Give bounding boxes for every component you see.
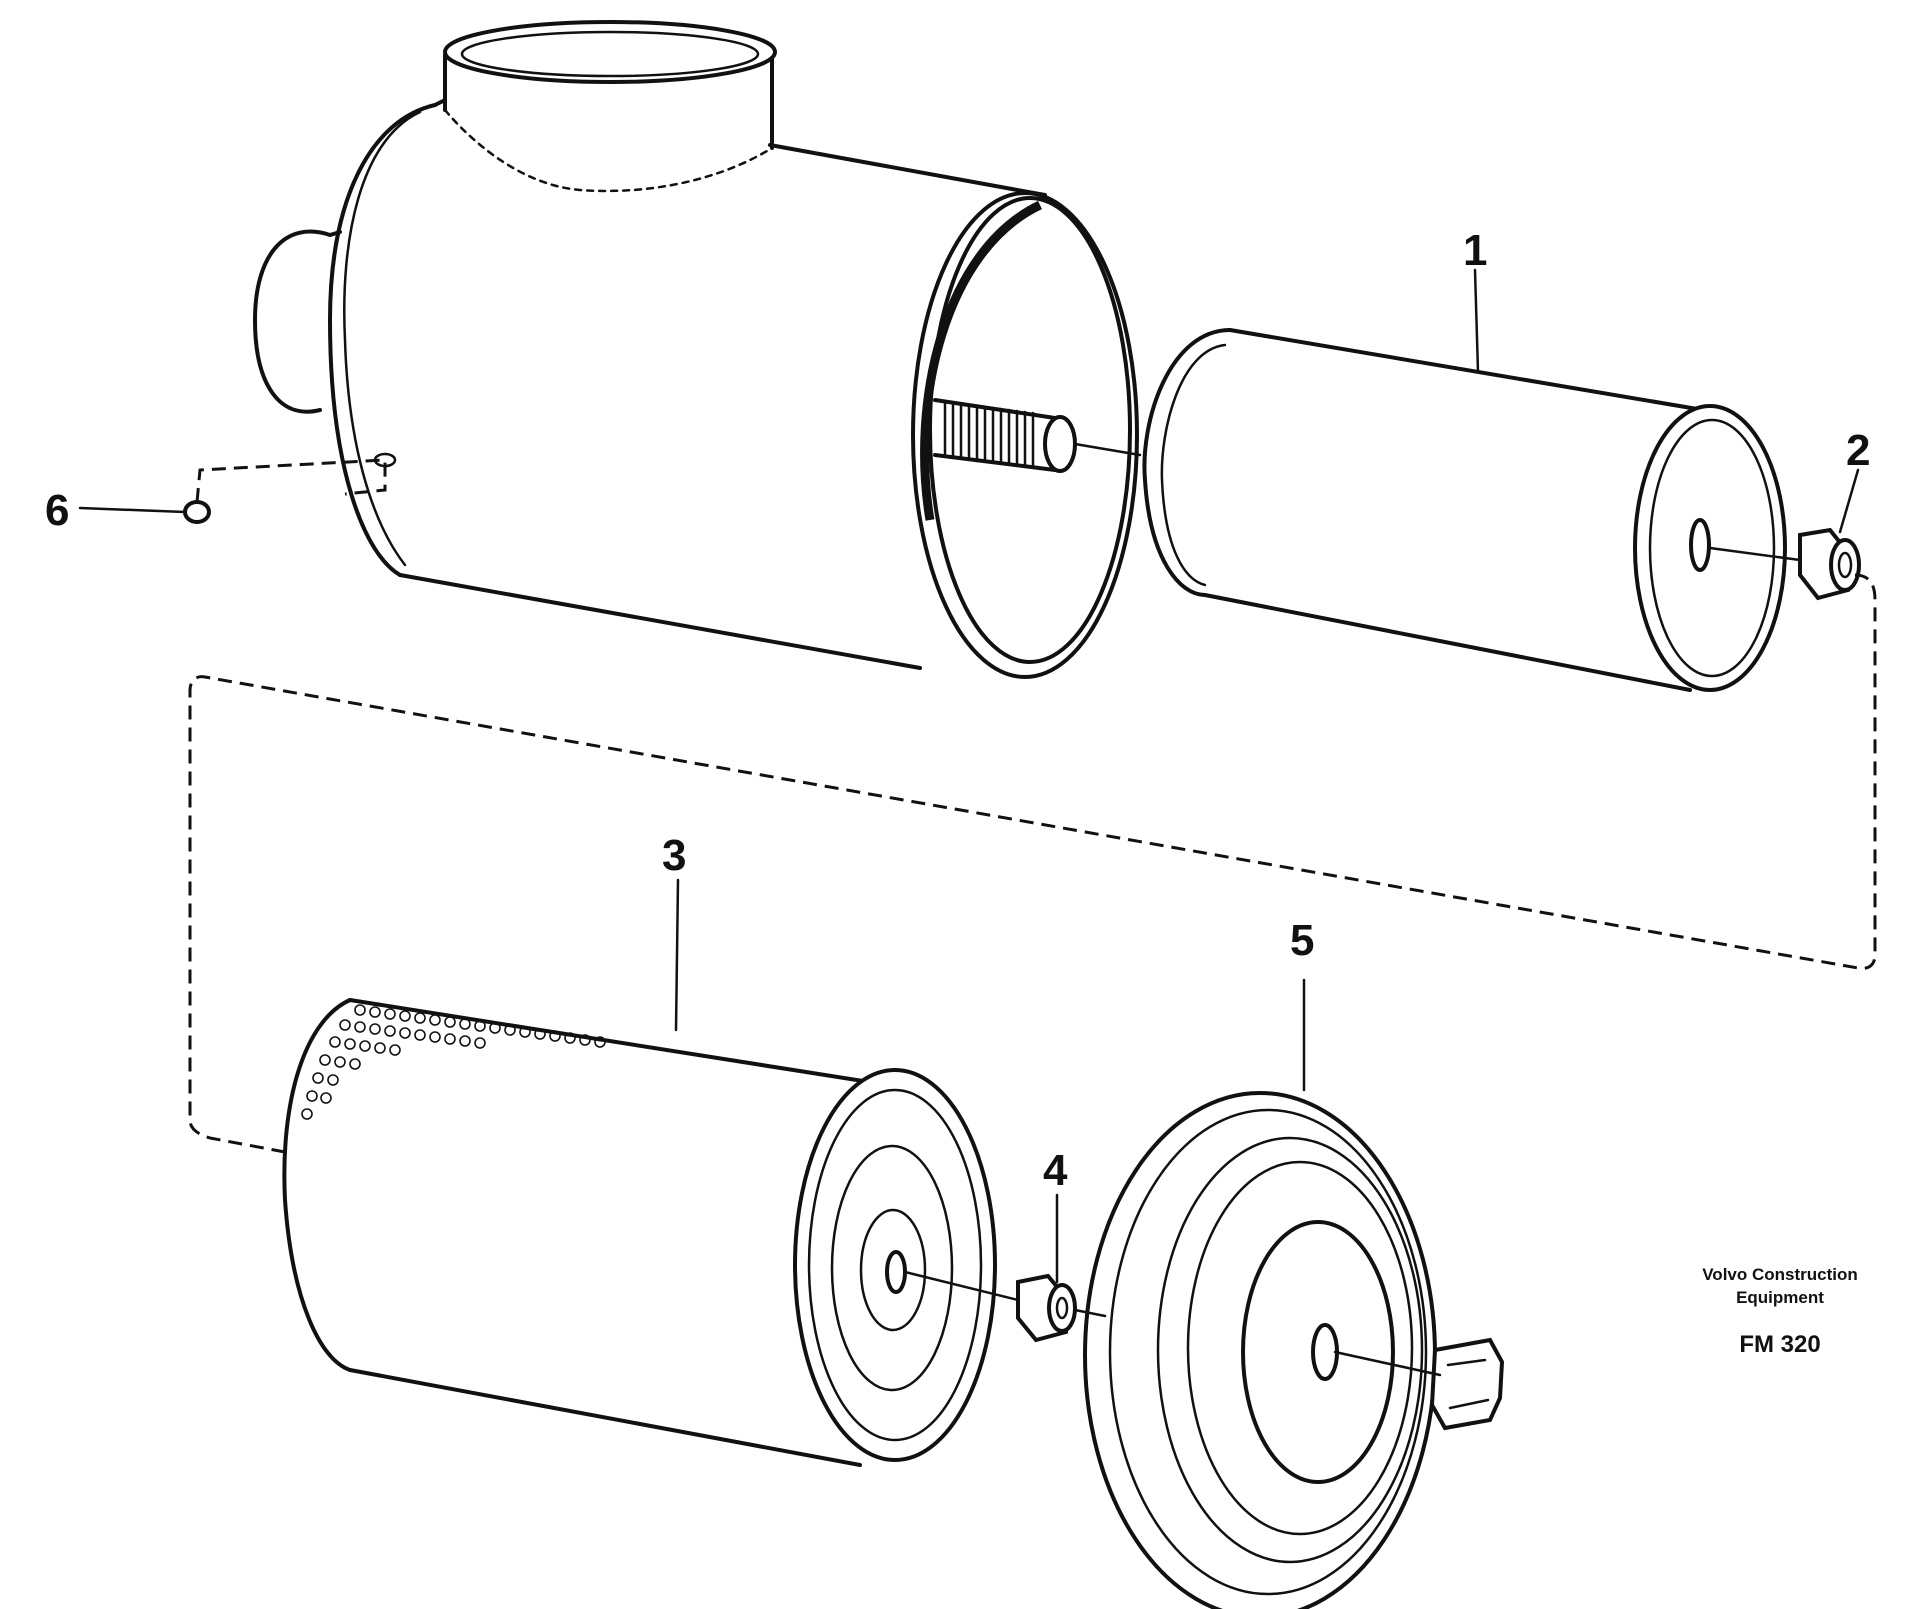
secondary-filter-element xyxy=(282,998,997,1467)
wing-nut xyxy=(1429,1337,1505,1431)
callout-leaders xyxy=(78,268,1860,1284)
figure-code: FM 320 xyxy=(1739,1331,1820,1358)
callout-6: 6 xyxy=(45,486,69,535)
part-2-nut xyxy=(1798,527,1861,601)
part-5-cover xyxy=(1083,1091,1437,1609)
assembly-lines xyxy=(188,442,1877,1377)
air-cleaner-housing xyxy=(253,20,1139,679)
primary-filter-element xyxy=(1142,328,1787,692)
part-4-nut xyxy=(1016,1273,1077,1343)
callout-2: 2 xyxy=(1846,426,1870,475)
credit-line-1: Volvo Construction xyxy=(1702,1265,1858,1284)
callout-1: 1 xyxy=(1463,226,1487,275)
part-6-drain-valve xyxy=(183,500,211,524)
callout-5: 5 xyxy=(1290,916,1314,965)
callout-3: 3 xyxy=(662,831,686,880)
credit-line-2: Equipment xyxy=(1736,1288,1824,1307)
callout-4: 4 xyxy=(1043,1146,1068,1195)
